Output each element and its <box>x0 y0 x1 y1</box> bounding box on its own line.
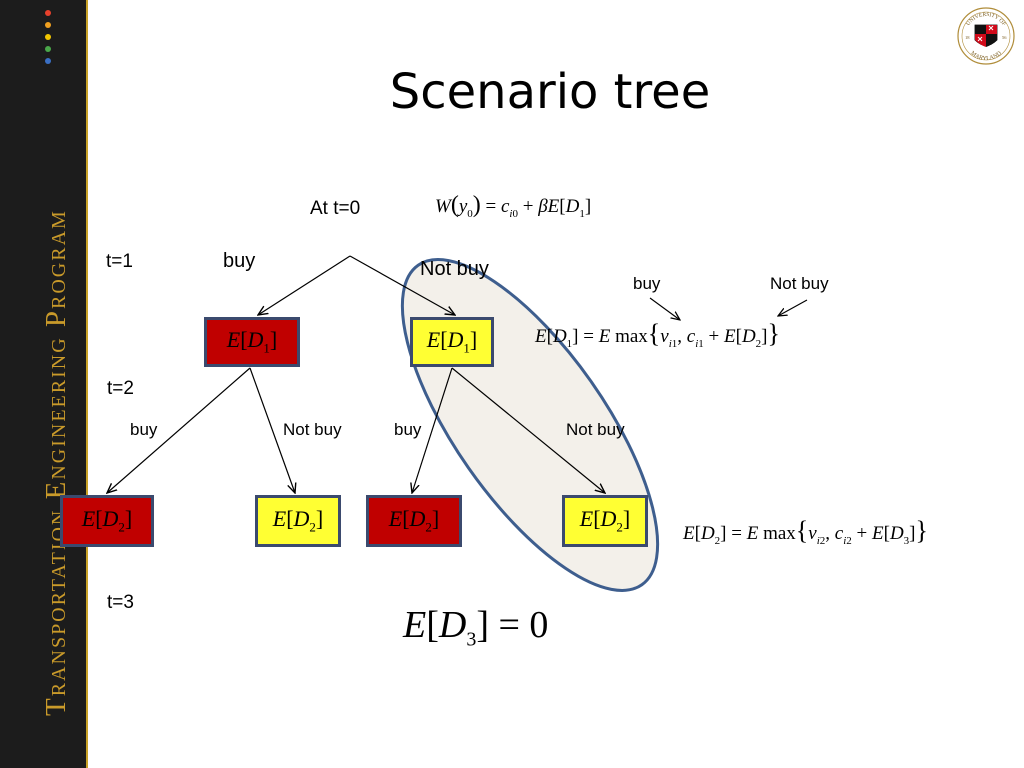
edge-label-buy: buy <box>223 250 256 272</box>
edge-red-buy <box>107 367 251 493</box>
node-label: E[D2] <box>272 506 324 535</box>
equation-e1: E[D1] = E max{vi1, ci1 + E[D2]} <box>535 319 780 350</box>
eq-not-buy-arrow <box>778 299 808 316</box>
edge-label-not-buy: Not buy <box>283 420 342 439</box>
node-t2-not-buy-buy: E[D2] <box>366 495 462 547</box>
sidebar-band <box>0 0 86 768</box>
edge-yellow-not-buy <box>451 367 605 493</box>
edge-root-not-buy <box>349 255 455 315</box>
node-t2-buy-buy: E[D2] <box>60 495 154 547</box>
node-label: E[D1] <box>426 327 478 356</box>
node-t1-buy: E[D1] <box>204 317 300 367</box>
edge-yellow-buy <box>412 367 453 493</box>
slide-title: Scenario tree <box>389 64 711 120</box>
edge-root-buy <box>258 255 351 315</box>
sidebar-dot-orange <box>45 22 51 28</box>
sidebar-dot-blue <box>45 58 51 64</box>
equation-label-buy: buy <box>633 274 661 293</box>
node-t2-buy-not-buy: E[D2] <box>255 495 341 547</box>
time-label-t1: t=1 <box>106 251 133 272</box>
sidebar-dot-red <box>45 10 51 16</box>
edge-label-not-buy: Not buy <box>420 258 489 280</box>
node-label: E[D1] <box>226 327 278 356</box>
edge-label-buy: buy <box>394 420 422 439</box>
node-t1-not-buy: E[D1] <box>410 317 494 367</box>
sidebar-dot-yellow <box>45 34 51 40</box>
node-label: E[D2] <box>81 506 133 535</box>
node-label: E[D2] <box>579 506 631 535</box>
logo-year-right: 56 <box>1002 35 1007 40</box>
maryland-flag-shield <box>974 24 998 47</box>
node-label: E[D2] <box>388 506 440 535</box>
equation-w: W(y0) = ci0 + βE[D1] <box>435 192 592 220</box>
sidebar-dot-green <box>45 46 51 52</box>
eq-buy-arrow <box>649 297 680 320</box>
edge-red-not-buy <box>249 367 295 493</box>
edge-label-buy: buy <box>130 420 158 439</box>
equation-e2: E[D2] = E max{vi2, ci2 + E[D3]} <box>683 516 928 547</box>
root-label: At t=0 <box>310 198 361 219</box>
sidebar-accent-stripe <box>86 0 88 768</box>
edge-label-not-buy: Not buy <box>566 420 625 439</box>
equation-label-not-buy: Not buy <box>770 274 829 293</box>
time-label-t2: t=2 <box>107 378 134 399</box>
logo-year-left: 18 <box>965 35 970 40</box>
equation-e3: E[D3] = 0 <box>403 604 549 651</box>
node-t2-not-buy-not-buy: E[D2] <box>562 495 648 547</box>
time-label-t3: t=3 <box>107 592 134 613</box>
university-logo: UNIVERSITY OF MARYLAND 18 56 <box>957 7 1015 65</box>
